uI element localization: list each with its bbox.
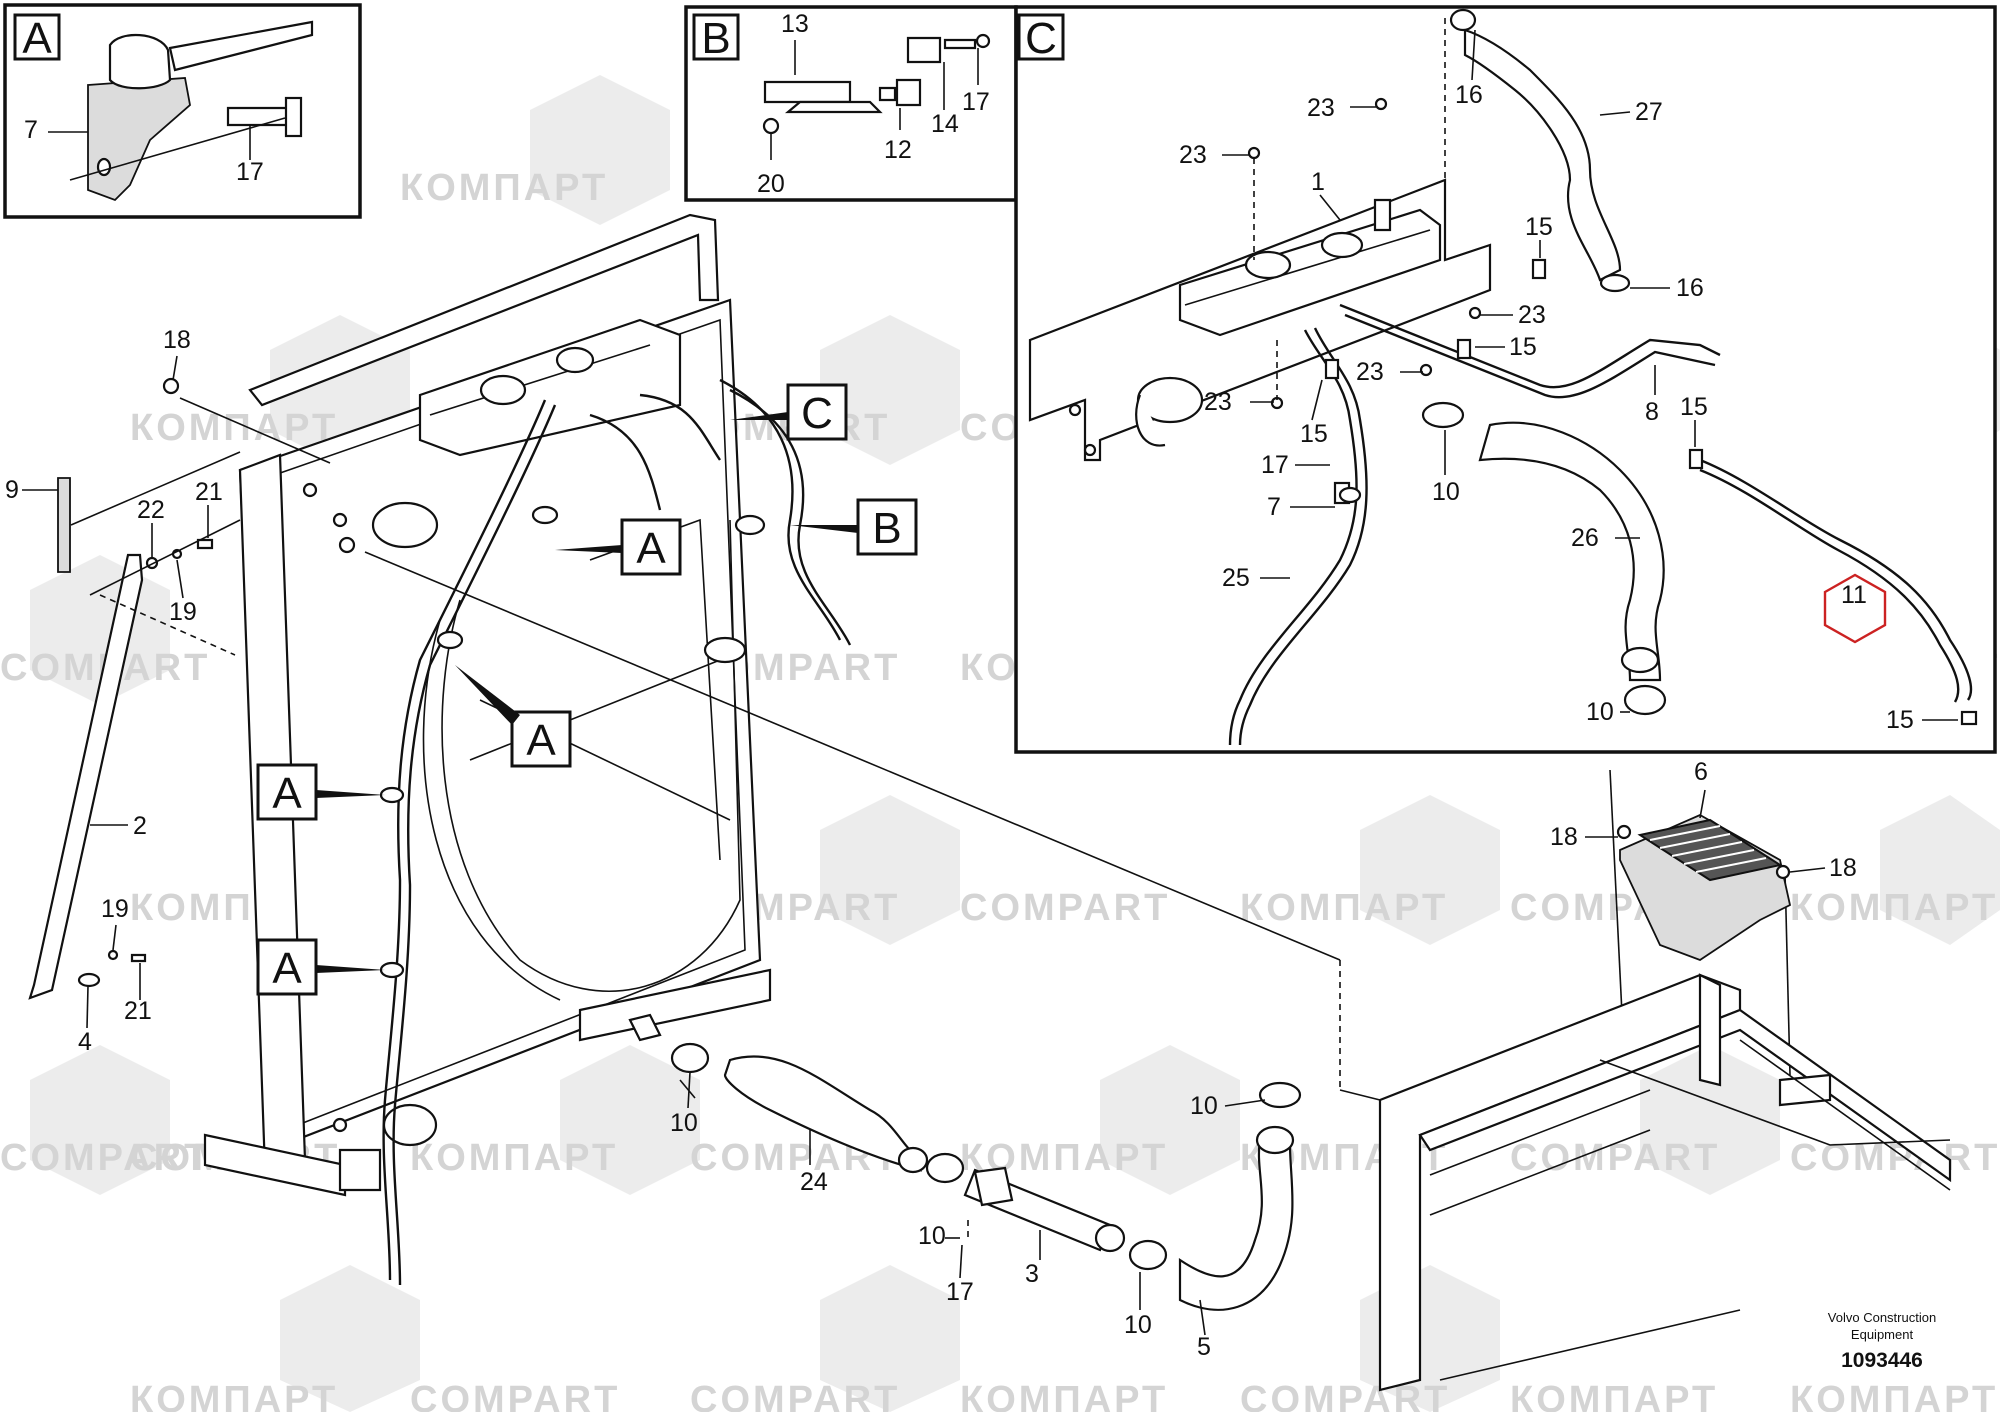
callout-20: 20 [757, 170, 785, 198]
callout-7: 7 [1267, 493, 1281, 521]
tag-a: A [526, 716, 556, 765]
callout-10: 10 [1124, 1311, 1152, 1339]
callout-23: 23 [1307, 94, 1335, 122]
callout-8: 8 [1645, 398, 1659, 426]
callout-10: 10 [1432, 478, 1460, 506]
callout-1: 1 [1311, 168, 1325, 196]
highlighted-part-marker [1823, 573, 1887, 644]
callout-24: 24 [800, 1168, 828, 1196]
watermark-text: КОМПАРТ [1790, 1379, 1998, 1412]
watermark-text: COMPART [1240, 1379, 1450, 1412]
callout-16: 16 [1676, 274, 1704, 302]
callout-13: 13 [781, 10, 809, 38]
watermark-text: КОМПАРТ [1510, 1379, 1718, 1412]
watermark-text: КОМПАРТ [1790, 887, 1998, 929]
callout-17: 17 [1261, 451, 1289, 479]
reference-tags: C B A A A A [256, 383, 918, 996]
tag-c: C [801, 389, 833, 438]
callout-2: 2 [133, 812, 147, 840]
drawing-number: 1093446 [1841, 1349, 1923, 1372]
watermark-text: КОМПАРТ [400, 167, 608, 209]
watermark-text: КОМПАРТ [130, 407, 338, 449]
callout-leaders [22, 29, 1958, 1336]
callout-22: 22 [137, 496, 165, 524]
callout-21: 21 [124, 997, 152, 1025]
callout-23: 23 [1518, 301, 1546, 329]
callout-14: 14 [931, 110, 959, 138]
panel-label-c: C [1025, 14, 1057, 63]
callout-3: 3 [1025, 1260, 1039, 1288]
callout-6: 6 [1694, 758, 1708, 786]
callout-numbers: 7 17 13 20 12 14 17 16 27 23 23 1 15 16 … [5, 10, 1914, 1361]
callout-12: 12 [884, 136, 912, 164]
main-hoses [379, 378, 852, 1286]
tag-a: A [272, 769, 302, 818]
watermark-text: COMPART [0, 1137, 210, 1179]
watermark-text: КОМПАРТ [1240, 887, 1448, 929]
watermark-text: COMPART [410, 1379, 620, 1412]
callout-23: 23 [1204, 388, 1232, 416]
watermark-text: COMPART [690, 1379, 900, 1412]
callout-21: 21 [195, 478, 223, 506]
callout-10: 10 [1586, 698, 1614, 726]
tag-b: B [872, 504, 901, 553]
callout-9: 9 [5, 476, 19, 504]
panel-label-b: B [701, 14, 730, 63]
callout-15: 15 [1300, 420, 1328, 448]
detail-panel-a: A [3, 3, 362, 219]
chassis-frame [1378, 973, 1952, 1392]
callout-10: 10 [1190, 1092, 1218, 1120]
tag-a: A [636, 524, 666, 573]
detail-panel-b: B [684, 5, 1018, 202]
callout-16: 16 [1455, 81, 1483, 109]
brace-assembly [28, 377, 214, 1000]
callout-4: 4 [78, 1028, 92, 1056]
callout-15: 15 [1525, 213, 1553, 241]
callout-15: 15 [1886, 706, 1914, 734]
callout-23: 23 [1356, 358, 1384, 386]
callout-10: 10 [918, 1222, 946, 1250]
brand-block: Volvo Construction Equipment 1093446 [1828, 1310, 1936, 1372]
watermark-text: КОМПАРТ [960, 1379, 1168, 1412]
callout-26: 26 [1571, 524, 1599, 552]
callout-18: 18 [1550, 823, 1578, 851]
brand-line-2: Equipment [1851, 1327, 1914, 1342]
watermark-text: COMPART [960, 887, 1170, 929]
watermark-text: COMPART [1790, 1137, 2000, 1179]
callout-17: 17 [946, 1278, 974, 1306]
callout-18: 18 [1829, 854, 1857, 882]
callout-19: 19 [101, 895, 129, 923]
tag-a: A [272, 944, 302, 993]
callout-15: 15 [1509, 333, 1537, 361]
watermark-text: КОМПАРТ [410, 1137, 618, 1179]
callout-25: 25 [1222, 564, 1250, 592]
callout-7: 7 [24, 116, 38, 144]
grille-cover [1616, 813, 1792, 962]
callout-11: 11 [1841, 581, 1867, 609]
brand-line-1: Volvo Construction [1828, 1310, 1936, 1325]
panel-label-a: A [22, 14, 52, 63]
lower-hose-assembly [628, 1013, 1302, 1311]
callout-5: 5 [1197, 1333, 1211, 1361]
callout-17: 17 [962, 88, 990, 116]
callout-10: 10 [670, 1109, 698, 1137]
callout-19: 19 [169, 598, 197, 626]
callout-15: 15 [1680, 393, 1708, 421]
watermark-text: КОМПАРТ [130, 1379, 338, 1412]
callout-17: 17 [236, 158, 264, 186]
callout-23: 23 [1179, 141, 1207, 169]
leader-lines [70, 397, 1791, 1240]
callout-27: 27 [1635, 98, 1663, 126]
callout-18: 18 [163, 326, 191, 354]
detail-panel-c: C [1014, 5, 1997, 754]
